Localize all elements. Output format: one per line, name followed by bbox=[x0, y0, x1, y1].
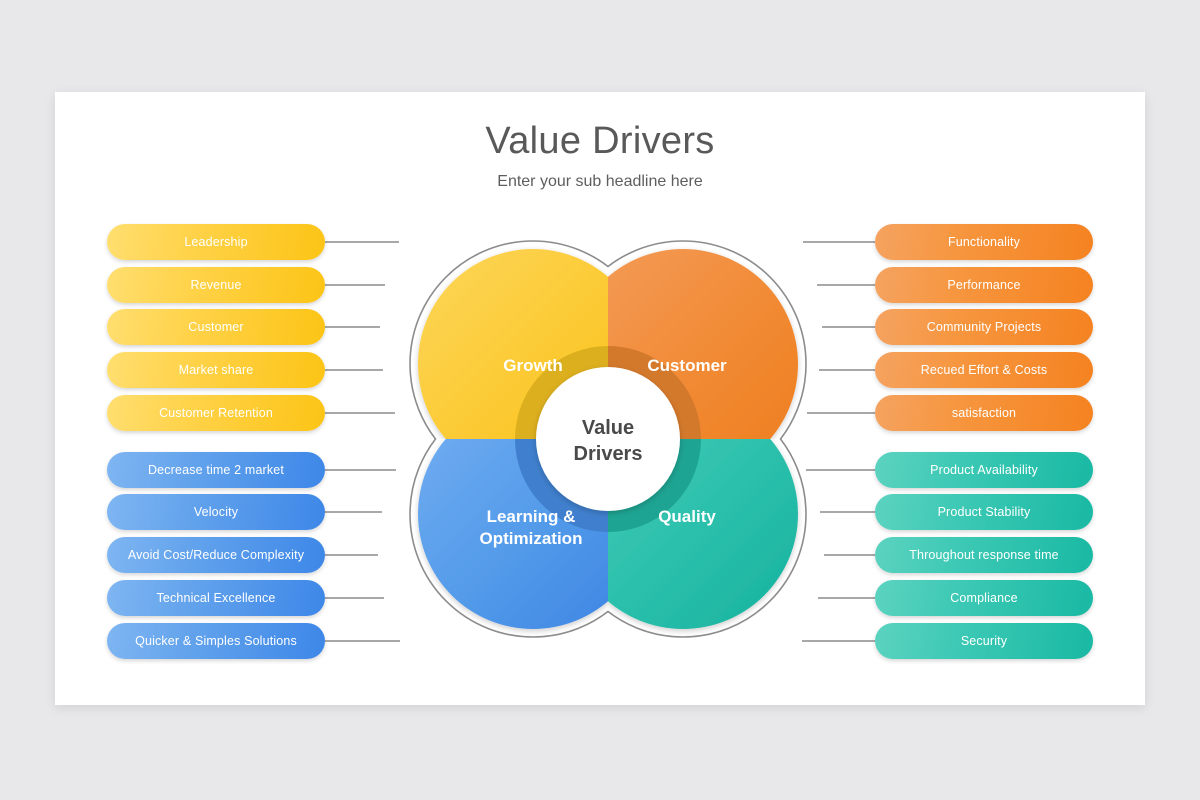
pill-quicker-simples-solutions[interactable]: Quicker & Simples Solutions bbox=[107, 623, 325, 659]
quality-outline-ring bbox=[608, 439, 807, 638]
pill-label: Avoid Cost/Reduce Complexity bbox=[127, 548, 305, 562]
pill-functionality[interactable]: Functionality bbox=[875, 224, 1093, 260]
customer-outline-ring bbox=[608, 240, 807, 439]
pill-customer-retention[interactable]: Customer Retention bbox=[107, 395, 325, 431]
pill-throughout-response-time[interactable]: Throughout response time bbox=[875, 537, 1093, 573]
pill-label: Velocity bbox=[193, 505, 239, 519]
lobe-growth-label: Growth bbox=[503, 356, 563, 375]
pill-market-share[interactable]: Market share bbox=[107, 352, 325, 388]
pill-label: Decrease time 2 market bbox=[148, 463, 284, 477]
pill-label: Revenue bbox=[190, 278, 242, 292]
lobe-quality-label: Quality bbox=[658, 507, 716, 526]
pill-label: Customer Retention bbox=[159, 406, 273, 420]
pill-community-projects[interactable]: Community Projects bbox=[875, 309, 1093, 345]
pill-label: Functionality bbox=[947, 235, 1021, 249]
pill-label: Product Availability bbox=[930, 463, 1038, 477]
value-drivers-wheel: Growth Customer Learning & Optimization bbox=[409, 240, 807, 638]
pill-label: Customer bbox=[188, 320, 244, 334]
pill-recued-effort-costs[interactable]: Recued Effort & Costs bbox=[875, 352, 1093, 388]
pill-label: Market share bbox=[178, 363, 254, 377]
pill-label: Throughout response time bbox=[909, 548, 1059, 562]
pill-avoid-cost-reduce-complexity[interactable]: Avoid Cost/Reduce Complexity bbox=[107, 537, 325, 573]
pill-performance[interactable]: Performance bbox=[875, 267, 1093, 303]
pill-label: Community Projects bbox=[926, 320, 1042, 334]
page-title: Value Drivers bbox=[485, 120, 715, 162]
pill-technical-excellence[interactable]: Technical Excellence bbox=[107, 580, 325, 616]
center-hub[interactable]: Value Drivers bbox=[536, 367, 680, 511]
pill-label: Performance bbox=[947, 278, 1021, 292]
pill-label: satisfaction bbox=[951, 406, 1017, 420]
learning-outline-ring bbox=[409, 439, 608, 638]
pill-customer[interactable]: Customer bbox=[107, 309, 325, 345]
center-label-line2: Drivers bbox=[574, 443, 643, 465]
pill-decrease-time-2-market[interactable]: Decrease time 2 market bbox=[107, 452, 325, 488]
pill-label: Security bbox=[960, 634, 1008, 648]
lobe-customer-label: Customer bbox=[647, 356, 727, 375]
pill-revenue[interactable]: Revenue bbox=[107, 267, 325, 303]
pill-label: Recued Effort & Costs bbox=[920, 363, 1048, 377]
pill-label: Quicker & Simples Solutions bbox=[135, 634, 297, 648]
pill-label: Leadership bbox=[184, 235, 248, 249]
lobe-learning-label-line2: Optimization bbox=[480, 529, 583, 548]
center-label-line1: Value bbox=[582, 417, 634, 439]
pill-compliance[interactable]: Compliance bbox=[875, 580, 1093, 616]
pill-security[interactable]: Security bbox=[875, 623, 1093, 659]
lobe-learning-label-line1: Learning & bbox=[487, 507, 576, 526]
slide-card: Value Drivers Enter your sub headline he… bbox=[55, 92, 1145, 705]
page-subtitle: Enter your sub headline here bbox=[497, 173, 703, 190]
pill-product-availability[interactable]: Product Availability bbox=[875, 452, 1093, 488]
pill-velocity[interactable]: Velocity bbox=[107, 494, 325, 530]
pill-label: Product Stability bbox=[937, 505, 1031, 519]
growth-outline-ring bbox=[409, 240, 608, 439]
pill-leadership[interactable]: Leadership bbox=[107, 224, 325, 260]
pill-satisfaction[interactable]: satisfaction bbox=[875, 395, 1093, 431]
pill-label: Technical Excellence bbox=[156, 591, 276, 605]
pill-product-stability[interactable]: Product Stability bbox=[875, 494, 1093, 530]
pill-label: Compliance bbox=[950, 591, 1018, 605]
